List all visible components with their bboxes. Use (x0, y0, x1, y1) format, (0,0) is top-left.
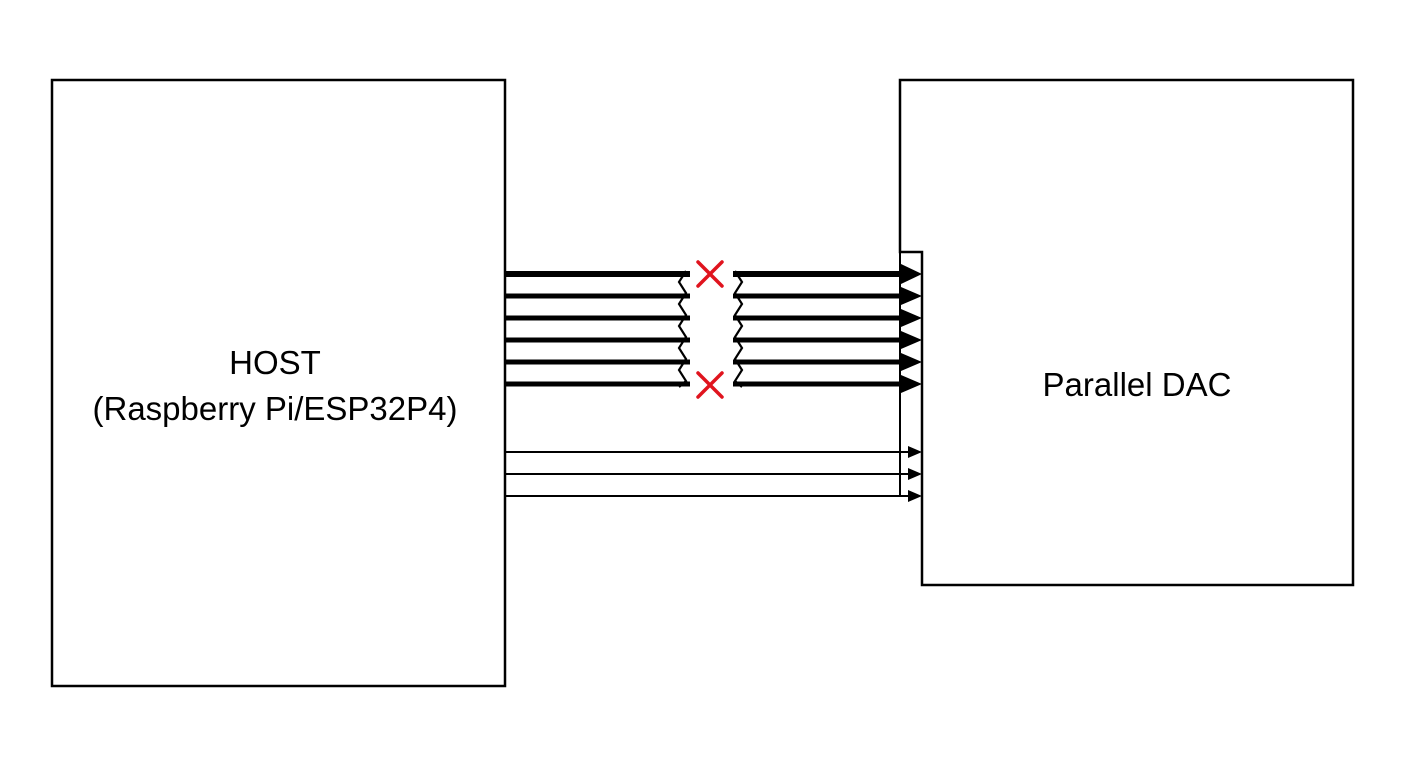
control-line-arrowhead (908, 490, 922, 502)
control-lines (505, 446, 922, 502)
data-line-arrowhead (901, 287, 922, 305)
control-line-arrowhead (908, 468, 922, 480)
data-line-arrowhead (901, 331, 922, 349)
data-line-arrowhead (901, 264, 922, 284)
host-subtitle: (Raspberry Pi/ESP32P4) (93, 390, 458, 427)
dac-block: Parallel DAC (898, 78, 1355, 587)
bus-break-right (733, 270, 744, 388)
data-line-arrowhead (901, 309, 922, 327)
control-line-arrowhead (908, 446, 922, 458)
data-bus (505, 264, 922, 393)
host-title: HOST (229, 344, 321, 381)
data-line-arrowhead (901, 353, 922, 371)
data-line-arrowhead (901, 375, 922, 393)
bus-break-left (677, 270, 688, 388)
host-box (50, 78, 507, 688)
break-marker-top (696, 260, 724, 288)
dac-title: Parallel DAC (1043, 366, 1232, 403)
dac-box (898, 78, 1355, 587)
host-block: HOST (Raspberry Pi/ESP32P4) (50, 78, 507, 688)
break-marker-bottom (696, 371, 724, 399)
